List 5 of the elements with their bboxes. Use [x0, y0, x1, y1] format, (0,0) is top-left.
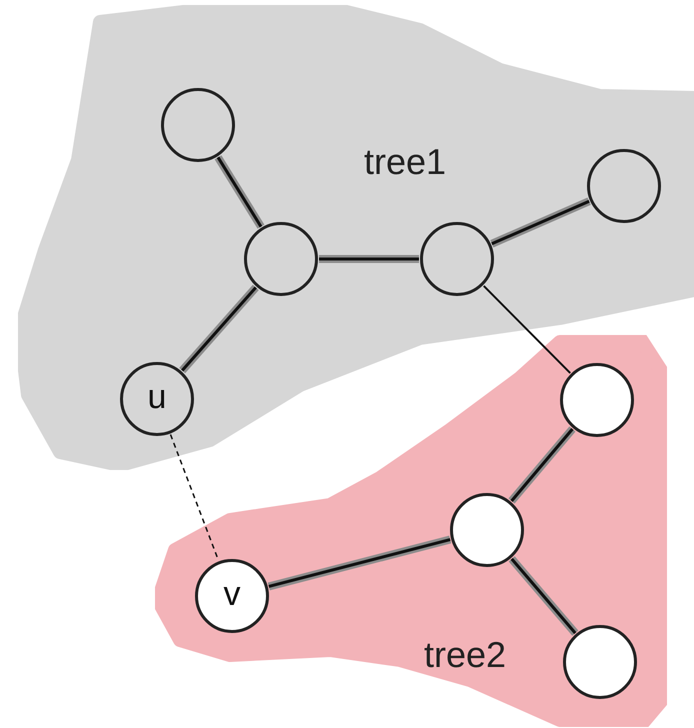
- node-label: v: [224, 577, 240, 611]
- region-blob: [18, 5, 694, 470]
- region-label: tree2: [424, 637, 506, 673]
- node-label: u: [148, 380, 166, 414]
- region-label: tree1: [364, 144, 446, 180]
